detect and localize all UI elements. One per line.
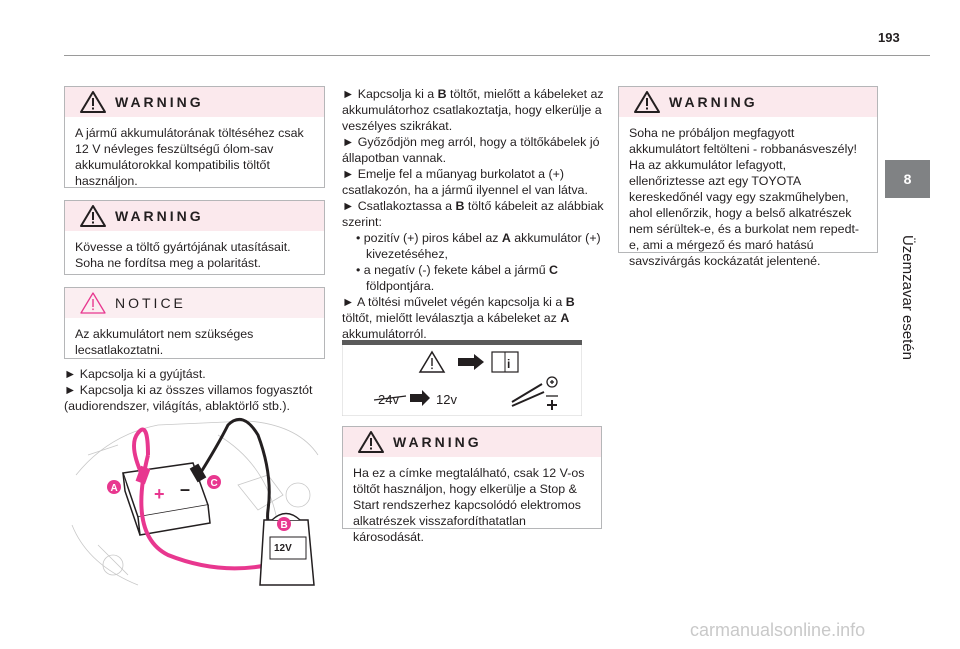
instruction-1: ► Kapcsolja ki a B töltőt, mielőtt a káb…: [342, 86, 604, 134]
notice-text: Az akkumulátort nem szükséges lecsatlako…: [75, 327, 254, 357]
notice-box: NOTICE Az akkumulátort nem szükséges lec…: [64, 287, 325, 359]
instruction-3: ► Emelje fel a műanyag burkolatot a (+) …: [342, 167, 588, 197]
notice-header: NOTICE: [65, 288, 324, 318]
warning-line-2: Ha az akkumulátor lefagyott, ellenőrizte…: [629, 158, 860, 268]
text: akkumulátor (+) kivezetéséhez,: [366, 231, 601, 261]
warning-box-4: WARNING Soha ne próbáljon megfagyott akk…: [618, 86, 878, 268]
notice-title: NOTICE: [115, 295, 186, 311]
warning-icon: [358, 431, 384, 453]
label-warning-icon: [418, 350, 446, 373]
ref: B: [455, 199, 465, 213]
ref: C: [549, 263, 558, 277]
ref: B: [437, 87, 447, 101]
label-24v: 24v: [378, 392, 399, 407]
stop-start-label: i 24v 12v: [342, 340, 582, 416]
warning-text: Kövesse a töltő gyártójának utasításait.…: [65, 231, 324, 281]
text: ► Csatlakoztassa a: [342, 199, 456, 213]
warning-header: WARNING: [65, 201, 324, 231]
warning-line-1: Kövesse a töltő gyártójának utasításait.: [75, 240, 291, 254]
warning-icon: [634, 91, 660, 113]
warning-title: WARNING: [115, 208, 204, 224]
warning-header: WARNING: [619, 87, 877, 117]
left-steps: ► Kapcsolja ki a gyújtást. ► Kapcsolja k…: [64, 366, 326, 414]
svg-text:–: –: [180, 479, 190, 499]
warning-text: Ha ez a címke megtalálható, csak 12 V-os…: [353, 466, 585, 544]
text: ► Kapcsolja ki a: [342, 87, 438, 101]
label-c: C: [211, 478, 218, 489]
text: töltő kábeleit az alábbiak szerint:: [342, 199, 604, 229]
text: töltőt, mielőtt a kábeleket az akkumulát…: [342, 87, 604, 133]
warning-header: WARNING: [65, 87, 324, 117]
chapter-tab[interactable]: 8: [885, 160, 930, 198]
warning-box-3: WARNING Ha ez a címke megtalálható, csak…: [342, 426, 602, 544]
ref: A: [560, 311, 570, 325]
arrow-right-icon: [458, 354, 484, 370]
warning-title: WARNING: [669, 94, 758, 110]
warning-header: WARNING: [343, 427, 601, 457]
warning-icon: [80, 205, 106, 227]
instruction-5: ► A töltési művelet végén kapcsolja ki a…: [342, 294, 604, 342]
warning-title: WARNING: [115, 94, 204, 110]
step-text: ► Kapcsolja ki a gyújtást.: [64, 367, 206, 381]
warning-box-1: WARNING A jármű akkumulátorának töltéséh…: [64, 86, 325, 188]
label-12v: 12v: [436, 392, 457, 407]
bullet-positive: • pozitív (+) piros kábel az A akkumulát…: [342, 230, 604, 262]
chapter-title: Üzemzavar esetén: [893, 212, 923, 382]
middle-instructions: ► Kapcsolja ki a B töltőt, mielőtt a káb…: [342, 86, 604, 342]
ref: B: [565, 295, 575, 309]
ref: A: [501, 231, 511, 245]
page-number: 193: [878, 30, 900, 45]
step-text: ► Kapcsolja ki az összes villamos fogyas…: [64, 383, 313, 413]
instruction-2: ► Győződjön meg arról, hogy a töltőkábel…: [342, 135, 600, 165]
bullet-negative: • a negatív (-) fekete kábel a jármű C f…: [342, 262, 604, 294]
chapter-title-text: Üzemzavar esetén: [899, 234, 917, 360]
label-b: B: [281, 520, 288, 531]
warning-box-2: WARNING Kövesse a töltő gyártójának utas…: [64, 200, 325, 275]
text: • a negatív (-) fekete kábel a jármű: [356, 263, 550, 277]
svg-text:+: +: [154, 484, 165, 504]
warning-line-1: Soha ne próbáljon megfagyott akkumulátor…: [629, 126, 857, 156]
clamps-icon: [511, 376, 558, 410]
text: töltőt, mielőtt leválasztja a kábeleket …: [342, 311, 561, 325]
svg-text:i: i: [507, 357, 510, 371]
warning-icon: [80, 91, 106, 113]
warning-text: Soha ne próbáljon megfagyott akkumulátor…: [619, 117, 877, 279]
text: ► A töltési művelet végén kapcsolja ki a: [342, 295, 566, 309]
notice-icon: [80, 292, 106, 314]
watermark: carmanualsonline.info: [690, 620, 866, 640]
warning-title: WARNING: [393, 434, 482, 450]
text: földpontjára.: [366, 279, 435, 293]
header-rule: [64, 55, 930, 56]
charger-voltage-label: 12V: [274, 543, 292, 554]
warning-text: A jármű akkumulátorának töltéséhez csak …: [75, 126, 304, 188]
battery-charging-illustration: + – 12V A C B: [71, 417, 319, 586]
label-a: A: [111, 483, 118, 494]
warning-line-2: Soha ne fordítsa meg a polaritást.: [75, 256, 261, 270]
arrow-right-icon: [410, 390, 430, 406]
text: akkumulátorról.: [342, 327, 427, 341]
text: • pozitív (+) piros kábel az: [356, 231, 502, 245]
instruction-4: ► Csatlakoztassa a B töltő kábeleit az a…: [342, 198, 604, 230]
